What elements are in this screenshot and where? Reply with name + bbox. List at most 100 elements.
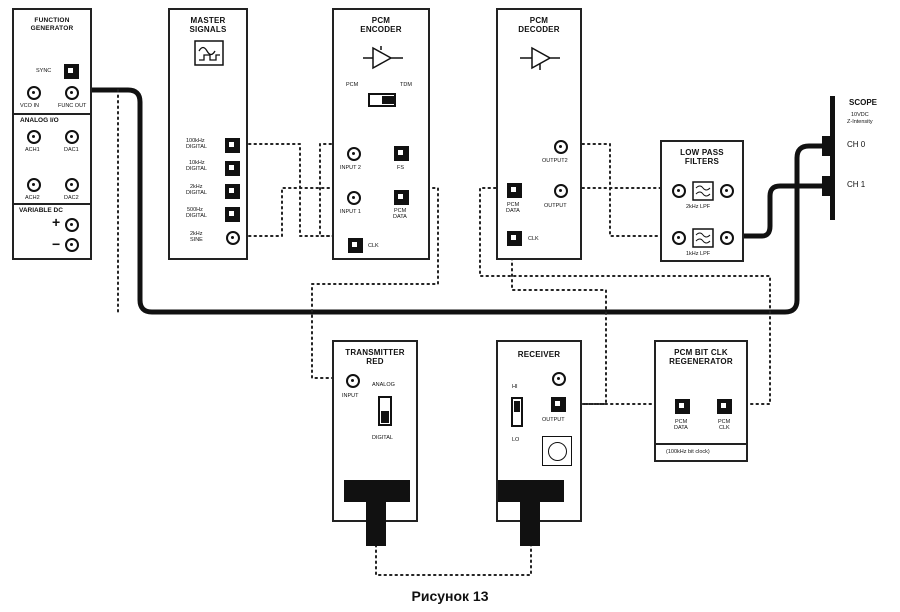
- tx-input-label: INPUT: [342, 393, 359, 399]
- decoder-output-jack[interactable]: [554, 184, 568, 198]
- pcm-tdm-switch[interactable]: [368, 93, 396, 107]
- decoder-pcm-data-label-2: DATA: [506, 208, 520, 214]
- out-10khz-label-2: DIGITAL: [186, 166, 207, 172]
- digital-label: DIGITAL: [372, 435, 393, 441]
- sync-jack[interactable]: [64, 64, 79, 79]
- fg-divider-1: [14, 113, 90, 115]
- out-sine-jack[interactable]: [226, 231, 240, 245]
- out-100khz-label-1: 100kHz: [186, 138, 205, 144]
- ch1-connector[interactable]: [822, 176, 830, 196]
- master-signals-title-line2: SIGNALS: [189, 25, 227, 34]
- dc-plus-jack[interactable]: [65, 218, 79, 232]
- switch-knob: [382, 96, 394, 104]
- tx-switch-knob: [381, 411, 389, 423]
- dc-minus-jack[interactable]: [65, 238, 79, 252]
- waveform-icon: [194, 40, 224, 66]
- ach1-jack[interactable]: [27, 130, 41, 144]
- out-sine-label-1: 2kHz: [190, 231, 203, 237]
- lpf2-output-jack[interactable]: [720, 231, 734, 245]
- scope-panel: SCOPE 10VDC Z-Intensity CH 0 CH 1: [830, 96, 890, 220]
- function-generator-title-line1: FUNCTION: [34, 17, 70, 24]
- decoder-clk-jack[interactable]: [507, 231, 522, 246]
- output2-label: OUTPUT2: [542, 158, 568, 164]
- hi-lo-switch[interactable]: [511, 397, 523, 427]
- decoder-pcm-data-jack[interactable]: [507, 183, 522, 198]
- ach2-label: ACH2: [25, 195, 40, 201]
- lpf1-label: 2kHz LPF: [686, 204, 711, 210]
- pcm-data-out-label-1: PCM: [394, 208, 407, 214]
- ach2-jack[interactable]: [27, 178, 41, 192]
- rx-output-jack[interactable]: [551, 397, 566, 412]
- encoder-clk-label: CLK: [368, 243, 379, 249]
- vco-in-jack[interactable]: [27, 86, 41, 100]
- analog-io-label: ANALOG I/O: [20, 117, 59, 124]
- pcm-decoder-panel: PCM DECODER OUTPUT2 PCM DATA OUTPUT CLK: [496, 8, 582, 260]
- analog-digital-switch[interactable]: [378, 396, 392, 426]
- out-10khz-jack[interactable]: [225, 161, 240, 176]
- scope-sub1: 10VDC: [851, 112, 869, 118]
- lpf-title-line1: LOW PASS: [680, 148, 724, 157]
- fs-jack[interactable]: [394, 146, 409, 161]
- out-10khz-label-1: 10kHz: [189, 160, 205, 166]
- out-100khz-label-2: DIGITAL: [186, 144, 207, 150]
- dac1-label: DAC1: [64, 147, 79, 153]
- dac1-jack[interactable]: [65, 130, 79, 144]
- bitclk-pcm-data-label-2: DATA: [674, 425, 688, 431]
- sync-label: SYNC: [36, 68, 52, 74]
- lpf1-output-jack[interactable]: [720, 184, 734, 198]
- transmitter-fiber-connector-icon[interactable]: [344, 480, 410, 546]
- ch0-connector[interactable]: [822, 136, 830, 156]
- fg-divider-2: [14, 203, 90, 205]
- rx-level-jack[interactable]: [552, 372, 566, 386]
- input2-jack[interactable]: [347, 147, 361, 161]
- pcm-data-out-label-2: DATA: [393, 214, 407, 220]
- decoder-clk-label: CLK: [528, 236, 539, 242]
- patch-2ksine-to-input1: [237, 187, 343, 237]
- bitclk-title-line1: PCM BIT CLK: [674, 348, 728, 357]
- pcm-encoder-title-line2: ENCODER: [360, 25, 402, 34]
- receiver-fiber-connector-icon[interactable]: [498, 480, 564, 546]
- transmitter-title-line1: TRANSMITTER: [345, 348, 405, 357]
- receiver-title: RECEIVER: [517, 350, 561, 359]
- function-generator-panel: FUNCTION GENERATOR SYNC VCO IN FUNC OUT …: [12, 8, 92, 260]
- input1-jack[interactable]: [347, 191, 361, 205]
- pcm-mode-label: PCM: [346, 82, 359, 88]
- fs-label: FS: [397, 165, 405, 171]
- lpf2-input-jack[interactable]: [672, 231, 686, 245]
- out-500hz-label-2: DIGITAL: [186, 213, 207, 219]
- bitclk-pcm-clk-label-1: PCM: [718, 419, 731, 425]
- pcm-data-out-jack[interactable]: [394, 190, 409, 205]
- photodetector: [542, 436, 572, 466]
- bitclk-pcm-data-jack[interactable]: [675, 399, 690, 414]
- pcm-encoder-title-line1: PCM: [371, 16, 391, 25]
- lo-label: LO: [512, 437, 520, 443]
- encoder-clk-jack[interactable]: [348, 238, 363, 253]
- dac2-jack[interactable]: [65, 178, 79, 192]
- lpf-title-line2: FILTERS: [684, 157, 720, 166]
- analog-label: ANALOG: [372, 382, 395, 388]
- bitclk-note: (100kHz bit clock): [666, 449, 710, 455]
- bitclk-title-line2: REGENERATOR: [669, 357, 733, 366]
- out-2khz-label-1: 2kHz: [190, 184, 203, 190]
- input1-label: INPUT 1: [340, 209, 361, 215]
- photodetector-lens: [548, 442, 567, 461]
- lpf2-filter-icon: [692, 228, 714, 248]
- rx-switch-knob: [514, 401, 520, 412]
- bitclk-pcm-clk-jack[interactable]: [717, 399, 732, 414]
- func-out-jack[interactable]: [65, 86, 79, 100]
- out-2khz-jack[interactable]: [225, 184, 240, 199]
- hi-label: HI: [512, 384, 518, 390]
- pcm-encoder-panel: PCM ENCODER PCM TDM INPUT 2 FS INPUT 1 P…: [332, 8, 430, 260]
- out-500hz-jack[interactable]: [225, 207, 240, 222]
- vco-in-label: VCO IN: [20, 103, 39, 109]
- function-generator-title-line2: GENERATOR: [30, 25, 74, 32]
- master-signals-panel: MASTER SIGNALS 100kHz DIGITAL 10kHz DIGI…: [168, 8, 248, 260]
- out-100khz-jack[interactable]: [225, 138, 240, 153]
- output2-jack[interactable]: [554, 140, 568, 154]
- figure-caption: Рисунок 13: [411, 588, 489, 604]
- lpf1-filter-icon: [692, 181, 714, 201]
- lpf1-input-jack[interactable]: [672, 184, 686, 198]
- plus-sign: +: [52, 214, 61, 230]
- tx-input-jack[interactable]: [346, 374, 360, 388]
